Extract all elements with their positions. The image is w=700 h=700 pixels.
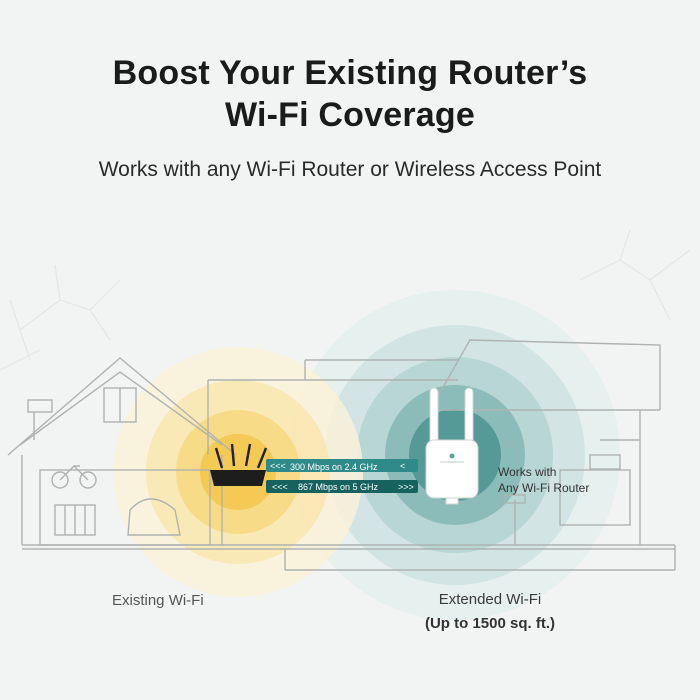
- extended-wifi-label: Extended Wi-Fi (Up to 1500 sq. ft.): [400, 588, 580, 636]
- speed-label-24ghz: 300 Mbps on 2.4 GHz: [290, 462, 378, 472]
- extender-note: Works with Any Wi-Fi Router: [498, 464, 589, 496]
- svg-text:<: <: [400, 461, 405, 471]
- speed-label-5ghz: 867 Mbps on 5 GHz: [298, 482, 379, 492]
- title-line-2: Wi-Fi Coverage: [225, 96, 475, 134]
- extender-note-line-2: Any Wi-Fi Router: [498, 481, 590, 495]
- speed-link-24: <<< <: [266, 459, 418, 472]
- svg-text:>>>: >>>: [398, 482, 414, 492]
- speed-link-5: <<< >>>: [266, 480, 418, 493]
- extender-device-icon: [425, 387, 479, 505]
- extended-wifi-area: (Up to 1500 sq. ft.): [424, 615, 555, 632]
- house-outline: [7, 339, 676, 571]
- extended-wifi-title: Extended Wi-Fi: [438, 591, 542, 608]
- svg-text:<<<: <<<: [272, 482, 288, 492]
- page-title: Boost Your Existing Router’s Wi-Fi Cover…: [0, 52, 700, 136]
- title-line-1: Boost Your Existing Router’s: [112, 54, 588, 92]
- router-icon: [210, 443, 268, 486]
- page-subtitle: Works with any Wi-Fi Router or Wireless …: [98, 158, 602, 181]
- extender-note-line-1: Works with: [498, 465, 557, 479]
- background-trees: [0, 229, 691, 371]
- svg-text:<<<: <<<: [270, 461, 286, 471]
- existing-wifi-label: Existing Wi-Fi: [112, 592, 204, 609]
